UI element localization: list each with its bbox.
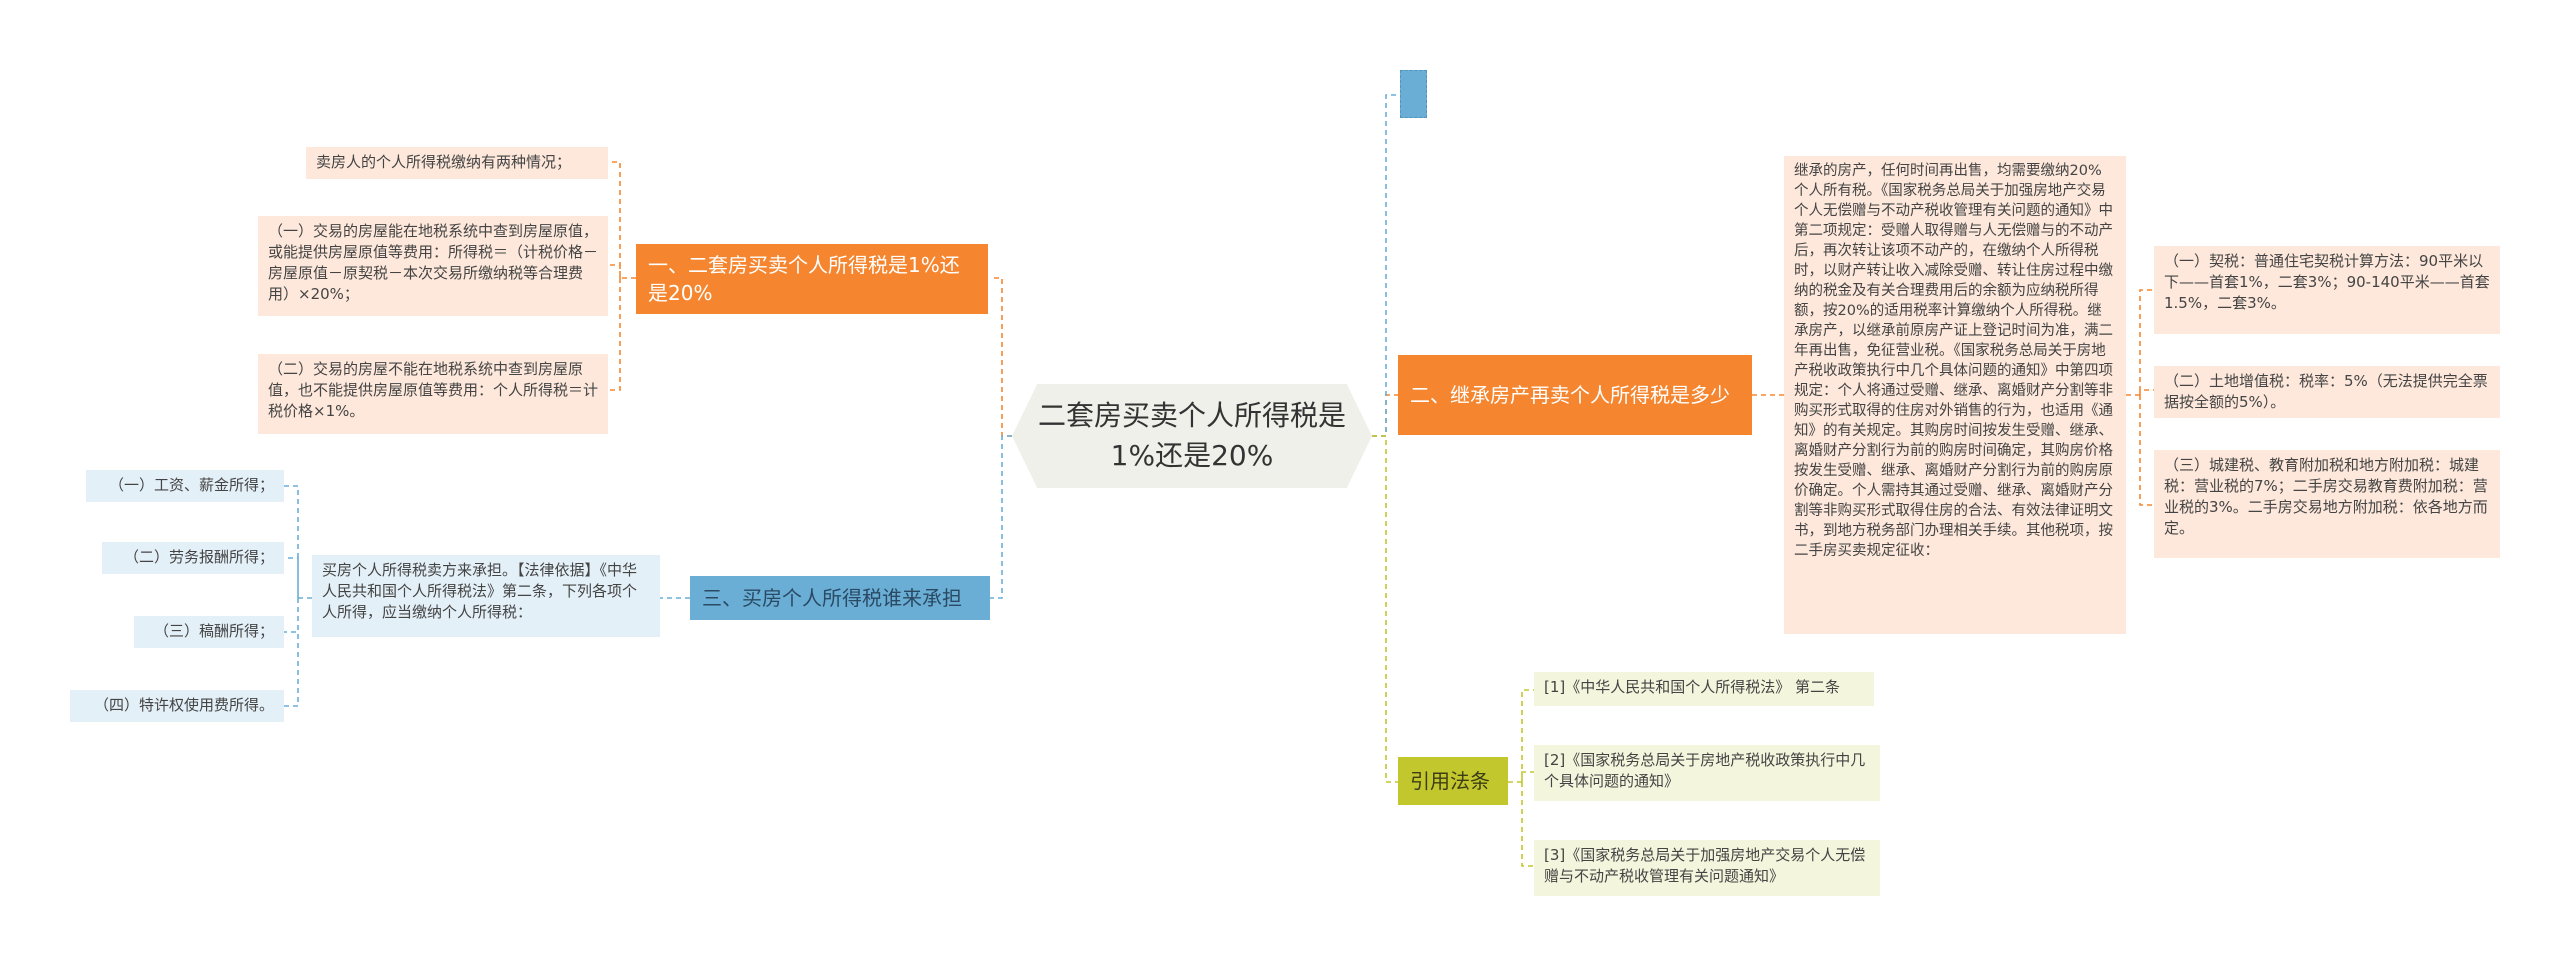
leaf-text: （四）特许权使用费所得。 <box>93 696 274 714</box>
citation-item-3[interactable]: [3]《国家税务总局关于加强房地产交易个人无偿赠与不动产税收管理有关问题通知》 <box>1534 840 1880 896</box>
leaf-text: [1]《中华人民共和国个人所得税法》 第二条 <box>1544 678 1841 696</box>
root-topic[interactable]: 二套房买卖个人所得税是1%还是20% <box>1012 384 1372 488</box>
link-root-branch2 <box>1372 394 1398 437</box>
root-title: 二套房买卖个人所得税是1%还是20% <box>1037 399 1346 472</box>
leaf-land-vat[interactable]: （二）土地增值税：税率：5%（无法提供完全票据按全额的5%）。 <box>2154 366 2500 418</box>
leaf-text: 卖房人的个人所得税缴纳有两种情况； <box>316 153 572 171</box>
leaf-item-labor[interactable]: （二）劳务报酬所得； <box>102 542 284 574</box>
branch-label: 三、买房个人所得税谁来承担 <box>702 586 962 610</box>
branch-label: 一、二套房买卖个人所得税是1%还是20% <box>648 253 960 305</box>
link-basis-items <box>284 485 312 707</box>
link-root-citations <box>1372 435 1398 783</box>
leaf-deed-tax[interactable]: （一）契税：普通住宅契税计算方法：90平米以下——首套1%，二套3%；90-14… <box>2154 246 2500 334</box>
leaf-text: （三）稿酬所得； <box>153 622 274 640</box>
citation-item-1[interactable]: [1]《中华人民共和国个人所得税法》 第二条 <box>1534 672 1874 706</box>
leaf-text: （二）土地增值税：税率：5%（无法提供完全票据按全额的5%）。 <box>2164 372 2488 411</box>
leaf-text: （三）城建税、教育附加税和地方附加税：城建税：营业税的7%；二手房交易教育费附加… <box>2164 456 2488 537</box>
link-branch1-leaves <box>608 161 636 391</box>
leaf-text: 继承的房产，任何时间再出售，均需要缴纳20%个人所有税。《国家税务总局关于加强房… <box>1794 163 2113 559</box>
leaf-legal-basis[interactable]: 买房个人所得税卖方来承担。【法律依据】《中华人民共和国个人所得税法》第二条，下列… <box>312 555 660 637</box>
branch-inherited-property[interactable]: 二、继承房产再卖个人所得税是多少 <box>1398 355 1752 435</box>
link-root-branch1 <box>990 277 1012 437</box>
leaf-text: [2]《国家税务总局关于房地产税收政策执行中几个具体问题的通知》 <box>1544 751 1866 790</box>
branch-citations[interactable]: 引用法条 <box>1398 757 1508 805</box>
leaf-inheritance-detail[interactable]: 继承的房产，任何时间再出售，均需要缴纳20%个人所有税。《国家税务总局关于加强房… <box>1784 156 2126 634</box>
leaf-text: （一）工资、薪金所得； <box>108 476 274 494</box>
branch-who-pays[interactable]: 三、买房个人所得税谁来承担 <box>690 576 990 620</box>
leaf-item-wages[interactable]: （一）工资、薪金所得； <box>86 470 284 502</box>
leaf-text: （一）契税：普通住宅契税计算方法：90平米以下——首套1%，二套3%；90-14… <box>2164 252 2490 312</box>
link-detail-taxes <box>2126 289 2154 506</box>
leaf-text: （一）交易的房屋能在地税系统中查到房屋原值，或能提供房屋原值等费用：所得税＝（计… <box>268 222 599 303</box>
leaf-text: （二）劳务报酬所得； <box>123 548 274 566</box>
leaf-text: （二）交易的房屋不能在地税系统中查到房屋原值，也不能提供房屋原值等费用：个人所得… <box>268 360 599 420</box>
blank-topic[interactable] <box>1400 70 1427 118</box>
branch-label: 二、继承房产再卖个人所得税是多少 <box>1410 383 1730 407</box>
leaf-two-situations[interactable]: 卖房人的个人所得税缴纳有两种情况； <box>306 147 608 179</box>
link-root-smallblue <box>1372 94 1400 437</box>
link-citations-items <box>1508 689 1534 867</box>
leaf-text: 买房个人所得税卖方来承担。【法律依据】《中华人民共和国个人所得税法》第二条，下列… <box>322 561 638 621</box>
link-root-branch3 <box>990 435 1012 599</box>
citation-item-2[interactable]: [2]《国家税务总局关于房地产税收政策执行中几个具体问题的通知》 <box>1534 745 1880 801</box>
branch-second-home-tax[interactable]: 一、二套房买卖个人所得税是1%还是20% <box>636 244 988 314</box>
leaf-text: [3]《国家税务总局关于加强房地产交易个人无偿赠与不动产税收管理有关问题通知》 <box>1544 846 1866 885</box>
leaf-city-education-tax[interactable]: （三）城建税、教育附加税和地方附加税：城建税：营业税的7%；二手房交易教育费附加… <box>2154 450 2500 558</box>
branch-label: 引用法条 <box>1410 769 1490 793</box>
leaf-case-no-original-value[interactable]: （二）交易的房屋不能在地税系统中查到房屋原值，也不能提供房屋原值等费用：个人所得… <box>258 354 608 434</box>
leaf-item-franchise[interactable]: （四）特许权使用费所得。 <box>70 690 284 722</box>
leaf-item-royalty[interactable]: （三）稿酬所得； <box>134 616 284 648</box>
leaf-case-original-value[interactable]: （一）交易的房屋能在地税系统中查到房屋原值，或能提供房屋原值等费用：所得税＝（计… <box>258 216 608 316</box>
